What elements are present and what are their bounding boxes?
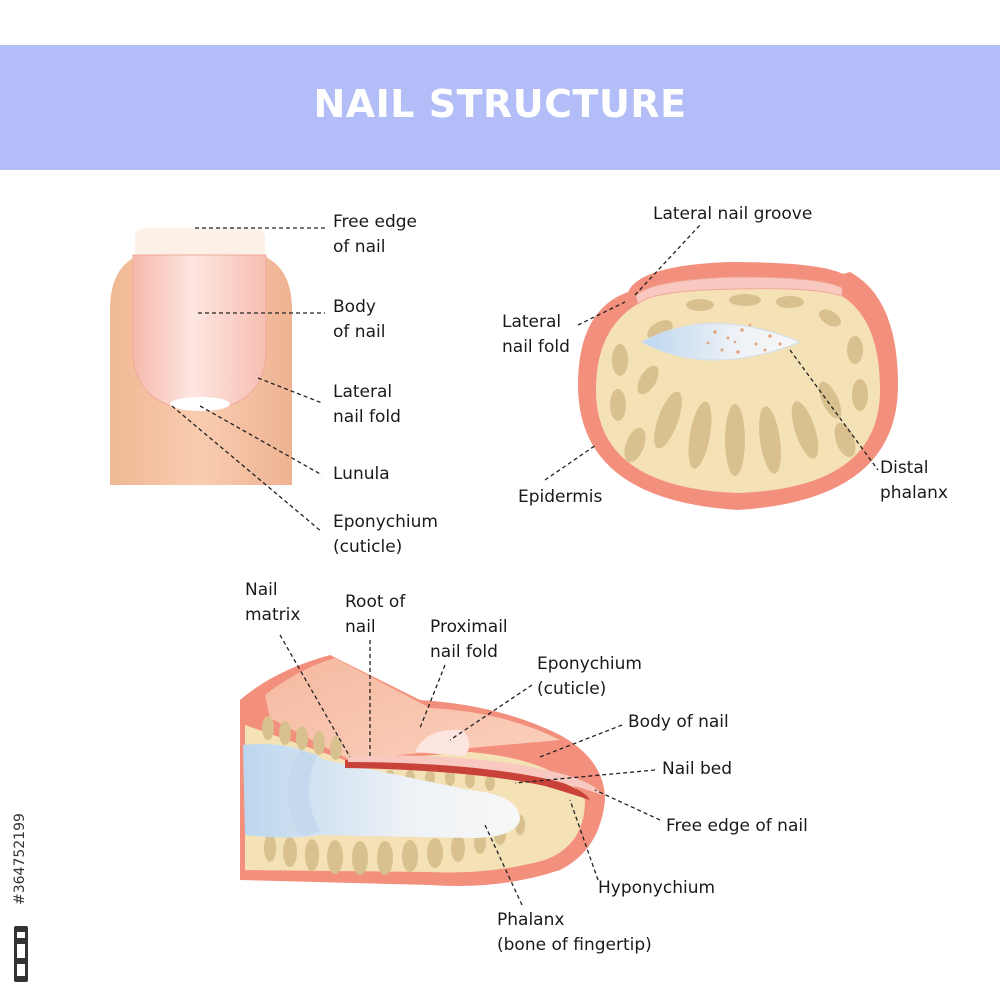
leader-line [514,769,656,784]
nail-plate-side [348,755,602,795]
label-distal-phalanx: Distal phalanx [880,458,948,503]
leader-line [449,684,533,741]
label-lateral-nail-groove: Lateral nail groove [653,204,813,224]
joint-cartilage [287,750,320,835]
label-hyponychium: Hyponychium [598,878,716,898]
page-title: NAIL STRUCTURE [313,82,687,126]
leader-line [634,224,701,296]
label-body-of-nail-side: Body of nail [628,712,729,732]
stock-id: #364752199 [12,813,28,905]
leader-line [577,301,626,326]
label-eponychium-side: Eponychium (cuticle) [537,654,642,699]
stock-logo-icon [14,926,28,982]
leader-line [484,824,523,906]
free-edge-shape [135,228,265,260]
leader-line [257,377,323,404]
distal-phalanx-bone [640,323,802,361]
label-nail-bed: Nail bed [662,759,733,779]
leader-line [419,664,446,729]
label-root-of-nail: Root of nail [345,592,406,637]
leader-line [594,789,661,821]
label-phalanx: Phalanx (bone of fingertip) [497,910,652,955]
label-eponychium-top: Eponychium (cuticle) [333,512,438,557]
label-free-edge-side: Free edge of nail [666,816,808,836]
label-proximal-nail-fold: Proximail nail fold [430,617,508,662]
bone-pores [706,323,782,354]
nail-plate [635,276,843,305]
lunula-shape [170,397,230,411]
label-lateral-nail-fold-top: Lateral nail fold [333,382,401,427]
label-lateral-nail-fold-section: Lateral nail fold [502,312,570,357]
leader-line [539,724,623,758]
leader-line [171,405,323,533]
label-epidermis: Epidermis [518,487,603,507]
leader-line [279,634,351,758]
title-banner [0,45,1000,170]
leader-line [544,444,597,481]
label-nail-matrix: Nail matrix [245,580,301,625]
nail-body-shape [132,254,267,411]
leader-line [569,799,599,881]
finger-side-view [240,634,661,906]
label-free-edge: Free edge of nail [333,212,417,257]
leader-line [199,405,323,476]
label-lunula: Lunula [333,464,390,484]
dorsal-skin [265,658,560,760]
leader-line [789,349,879,471]
label-body-of-nail: Body of nail [333,297,386,342]
finger-cross-section [544,224,898,510]
finger-top-view [110,227,325,533]
